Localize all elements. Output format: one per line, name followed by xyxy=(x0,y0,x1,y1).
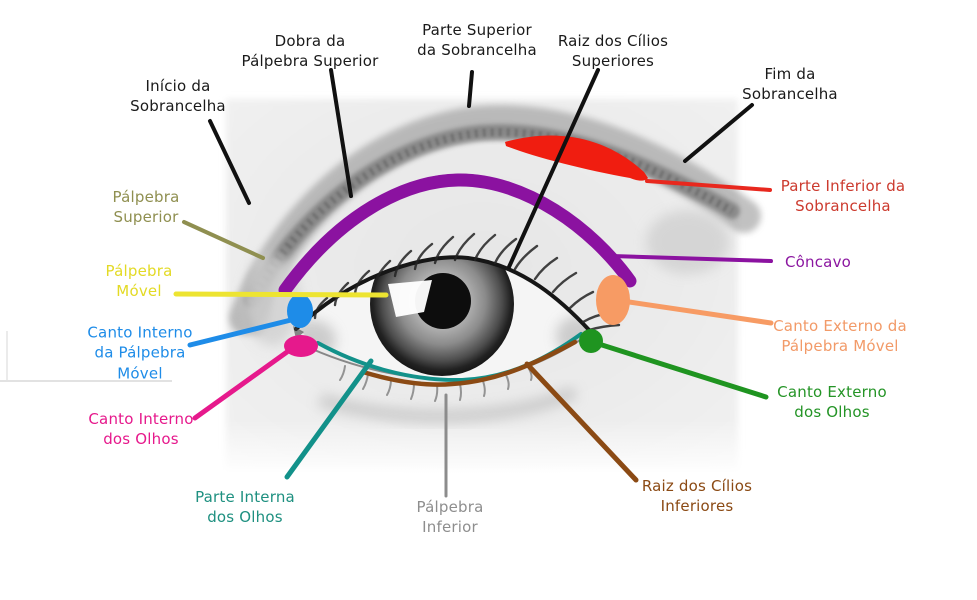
label-text-line: Superior xyxy=(113,208,179,226)
canto-externo-olhos-marker xyxy=(579,329,603,353)
label-text-line: Pálpebra Superior xyxy=(241,52,379,70)
under-eye-shading xyxy=(317,385,578,424)
leader-raiz-dos-cilios-inferiores xyxy=(524,361,639,483)
label-text-line: Raiz dos Cílios xyxy=(557,31,669,50)
leader-canto-interno-da-palpebra-movel xyxy=(187,317,294,348)
label-text-line: da Sobrancelha xyxy=(417,41,537,59)
leader-dobra-da-palpebra-superior xyxy=(329,68,353,198)
label-text-line: Móvel xyxy=(117,364,163,383)
leader-inicio-da-sobrancelha xyxy=(208,119,251,205)
canto-interno-palpebra-movel-marker xyxy=(287,294,313,328)
label-text-line: Parte Inferior da xyxy=(780,176,906,195)
outer-socket-shading xyxy=(646,210,730,274)
label-text-line: Pálpebra xyxy=(105,261,173,280)
label-text-line: Canto Externo da xyxy=(773,316,907,335)
leader-canto-externo-dos-olhos xyxy=(599,342,769,400)
label-text-line: Sobrancelha xyxy=(742,85,838,103)
label-text-line: Móvel xyxy=(116,282,162,300)
leader-parte-superior-da-sobrancelha xyxy=(467,70,474,108)
label-concavo: Côncavo xyxy=(785,252,851,272)
label-text-line: Parte Superior xyxy=(422,20,532,39)
leader-palpebra-movel xyxy=(173,291,389,298)
label-text-line: dos Olhos xyxy=(207,508,283,526)
label-text-line: da Pálpebra xyxy=(94,343,186,362)
canto-interno-olhos-marker xyxy=(284,335,318,357)
label-canto-externo-da-palpebra-movel: Canto Externo da Pálpebra Móvel xyxy=(773,316,907,357)
leader-concavo xyxy=(610,254,773,263)
label-text-line: Parte Interna xyxy=(195,487,295,506)
canto-externo-palpebra-movel-marker xyxy=(596,275,630,325)
leader-fim-da-sobrancelha xyxy=(683,103,754,163)
parte-inferior-sobrancelha-marker xyxy=(505,135,648,181)
eyebrow-core xyxy=(244,124,740,308)
label-text-line: Fim da xyxy=(764,64,816,83)
label-canto-externo-dos-olhos: Canto Externo dos Olhos xyxy=(777,382,887,423)
label-fim-da-sobrancelha: Fim da Sobrancelha xyxy=(742,64,838,105)
leader-canto-interno-dos-olhos xyxy=(192,349,290,421)
leader-parte-interna-dos-olhos xyxy=(284,358,374,480)
label-text-line: Inferiores xyxy=(660,497,734,515)
label-text-line: Canto Externo xyxy=(777,382,887,401)
label-text-line: Sobrancelha xyxy=(130,97,226,115)
label-inicio-da-sobrancelha: Início da Sobrancelha xyxy=(130,76,226,117)
upper-lash-line xyxy=(294,255,592,333)
raiz-cilios-inferiores-curve-marker xyxy=(360,339,578,387)
leader-palpebra-superior xyxy=(182,220,265,260)
label-dobra-da-palpebra-superior: Dobra da Pálpebra Superior xyxy=(242,31,379,72)
label-text-line: Raiz dos Cílios xyxy=(641,476,753,495)
label-text-line: Superiores xyxy=(571,52,655,70)
label-text-line: dos Olhos xyxy=(794,403,870,421)
leader-parte-inferior-da-sobrancelha xyxy=(645,179,772,192)
label-parte-interna-dos-olhos: Parte Interna dos Olhos xyxy=(195,487,295,528)
label-text-line: Pálpebra xyxy=(112,187,180,206)
label-text-line: Início da xyxy=(145,76,211,95)
label-text-line: Inferior xyxy=(422,518,478,536)
sketch-bottom-fade xyxy=(218,420,748,478)
iris-highlight xyxy=(388,280,432,317)
leader-lines xyxy=(173,68,774,498)
label-text-line: Dobra da xyxy=(274,31,346,50)
label-text-line: Pálpebra Móvel xyxy=(781,337,899,355)
label-text-line: dos Olhos xyxy=(103,430,179,448)
label-text-line: Canto Interno xyxy=(88,409,194,428)
concavo-arc-marker xyxy=(278,173,637,297)
leader-canto-externo-da-palpebra-movel xyxy=(626,299,774,326)
label-parte-inferior-da-sobrancelha: Parte Inferior da Sobrancelha xyxy=(781,176,906,217)
label-canto-interno-dos-olhos: Canto Interno dos Olhos xyxy=(88,409,193,450)
leader-raiz-dos-cilios-superiores xyxy=(507,68,600,269)
label-text-line: Canto Interno xyxy=(87,323,193,342)
label-text-line: Côncavo xyxy=(784,252,852,271)
label-text-line: Sobrancelha xyxy=(795,197,891,215)
lower-lashes xyxy=(339,365,533,402)
label-parte-superior-da-sobrancelha: Parte Superior da Sobrancelha xyxy=(417,20,537,61)
label-text-line: Pálpebra xyxy=(416,497,484,516)
